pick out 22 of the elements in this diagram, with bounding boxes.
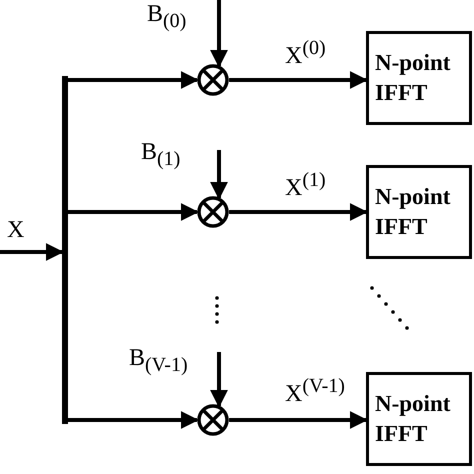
arrow bbox=[68, 203, 199, 221]
box-label: N-point IFFT bbox=[375, 183, 452, 241]
arrow bbox=[229, 411, 368, 429]
arrow bbox=[0, 243, 64, 261]
arrow bbox=[229, 203, 368, 221]
arrow bbox=[229, 71, 368, 89]
box-label: N-point IFFT bbox=[375, 390, 452, 448]
process-box bbox=[366, 31, 472, 125]
process-box bbox=[366, 165, 472, 259]
edge-label: B$_{(1)}$ bbox=[140, 140, 182, 169]
process-box bbox=[366, 372, 472, 466]
arrow bbox=[210, 0, 228, 68]
arrow bbox=[68, 71, 199, 89]
box-label: N-point IFFT bbox=[375, 49, 452, 107]
multiplier-symbol bbox=[197, 404, 229, 436]
arrow bbox=[210, 150, 228, 200]
arrow bbox=[68, 411, 199, 429]
multiplier-symbol bbox=[197, 64, 229, 96]
edge-label: B$_{(V-1)}$ bbox=[128, 346, 189, 375]
arrow bbox=[210, 352, 228, 408]
multiplier-symbol bbox=[197, 196, 229, 228]
edge-label: B$_{(0)}$ bbox=[146, 2, 188, 31]
